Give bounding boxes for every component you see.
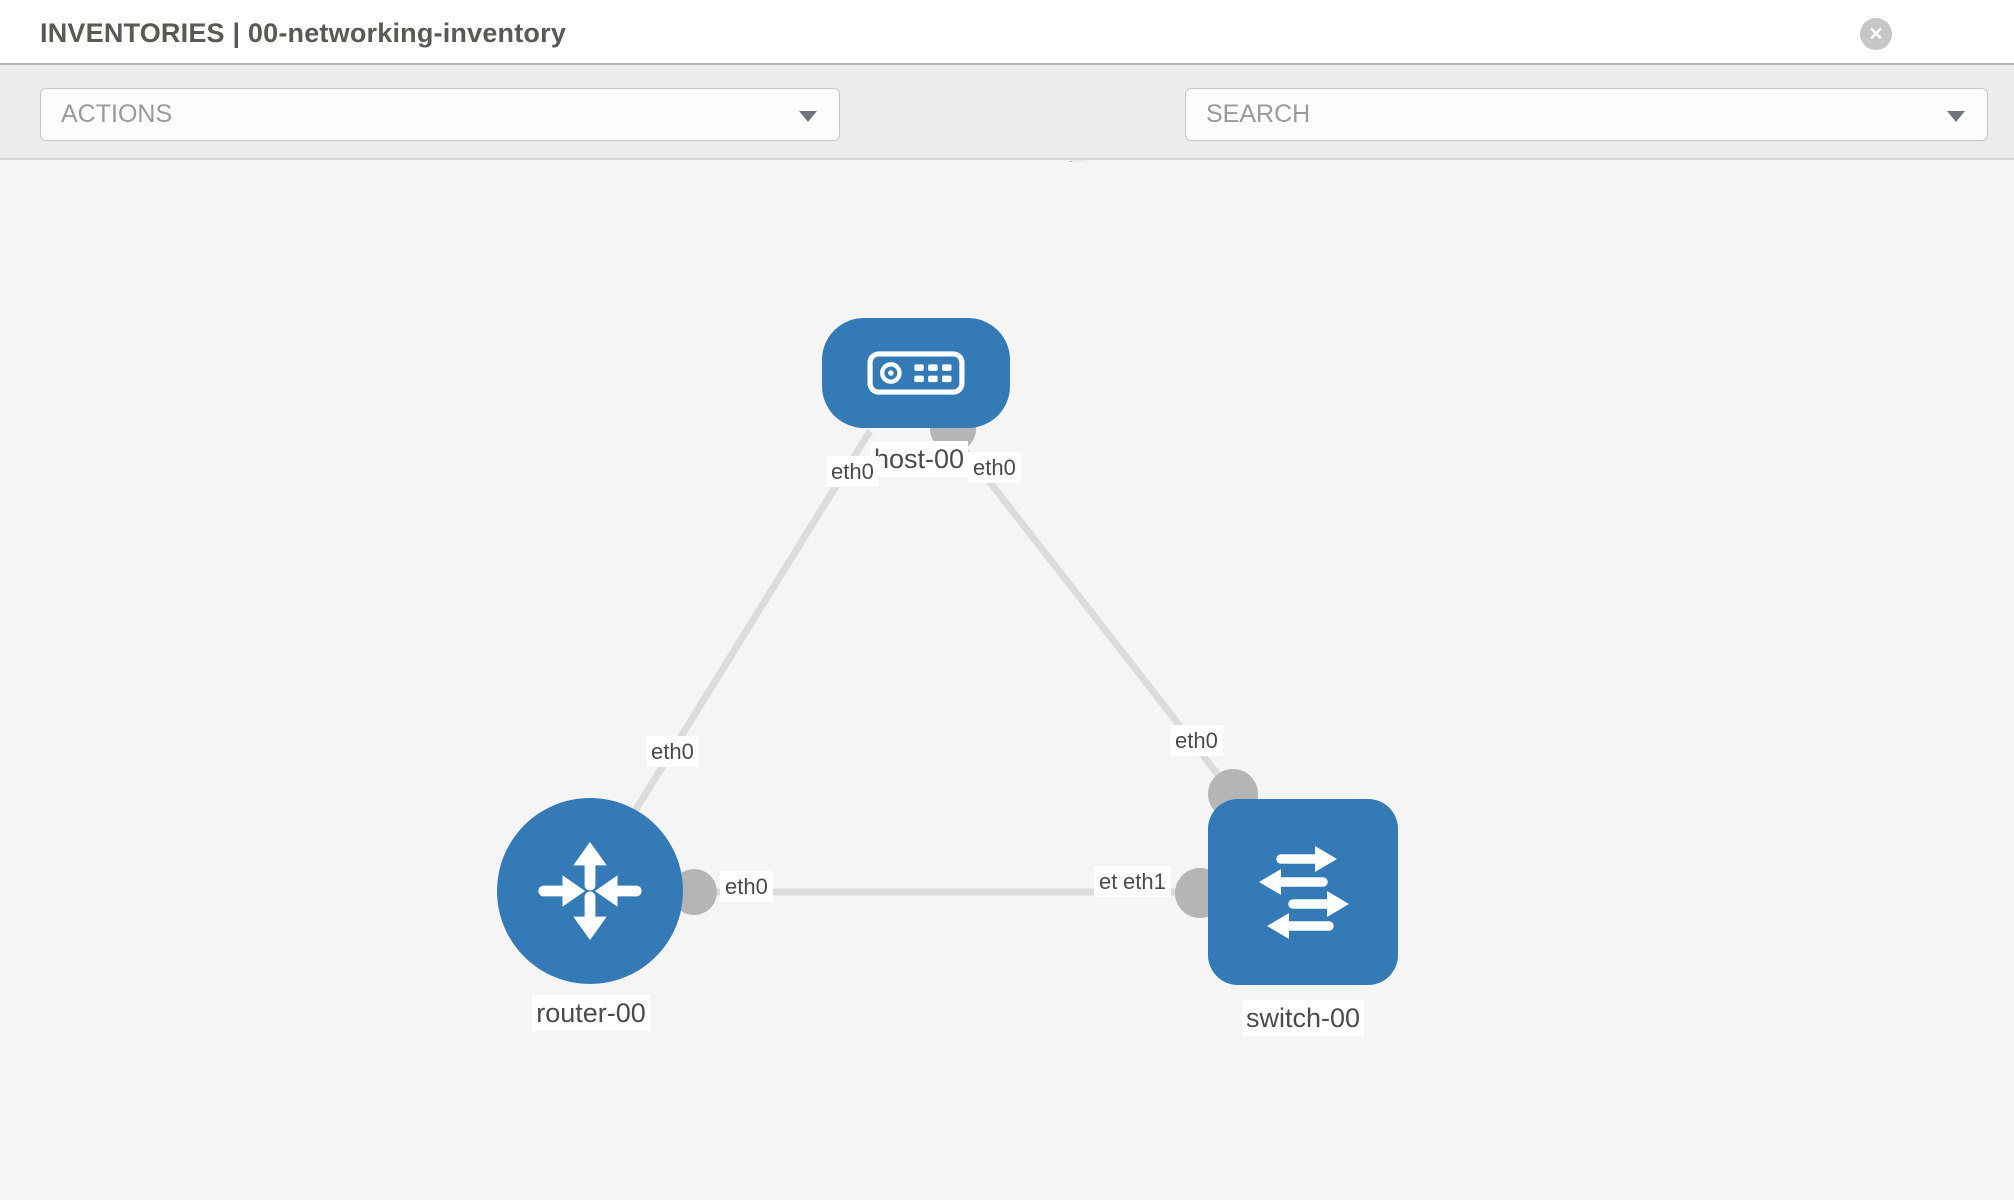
port-label-switch-eth1: eth1 xyxy=(1118,866,1171,897)
node-router-00[interactable] xyxy=(497,798,683,984)
header: INVENTORIES | 00-networking-inventory ✕ xyxy=(0,0,2014,63)
port-label-router-link-eth0: eth0 xyxy=(646,736,699,767)
toolbar: ACTIONS SEARCH xyxy=(0,63,2014,198)
port-label-host-eth0-left: eth0 xyxy=(826,456,879,487)
router-icon xyxy=(538,841,642,941)
actions-dropdown-label: ACTIONS xyxy=(61,100,173,128)
node-label-router: router-00 xyxy=(532,995,650,1031)
host-icon xyxy=(867,351,965,395)
search-dropdown-label: SEARCH xyxy=(1206,100,1311,128)
port-label-host-eth0-right: eth0 xyxy=(968,452,1021,483)
close-icon: ✕ xyxy=(1868,24,1884,44)
node-host-00[interactable] xyxy=(822,318,1010,428)
switch-icon xyxy=(1259,846,1349,939)
topology-edges-layer xyxy=(627,406,1258,918)
chevron-down-icon xyxy=(799,111,817,122)
node-label-host: host-00 xyxy=(869,441,969,477)
page-title: INVENTORIES | 00-networking-inventory xyxy=(40,18,567,48)
node-label-switch: switch-00 xyxy=(1241,1000,1365,1036)
chevron-down-icon xyxy=(1947,111,1965,122)
node-switch-00[interactable] xyxy=(1208,799,1398,985)
port-label-router-eth0: eth0 xyxy=(720,871,773,902)
port-label-switch-eth0: eth0 xyxy=(1170,725,1223,756)
actions-dropdown[interactable]: ACTIONS xyxy=(40,88,840,141)
close-button[interactable]: ✕ xyxy=(1860,18,1892,50)
search-dropdown[interactable]: SEARCH xyxy=(1185,88,1988,141)
topology-canvas[interactable]: host-00 router-00 switch-00 eth0 eth0 et… xyxy=(0,162,2014,1200)
